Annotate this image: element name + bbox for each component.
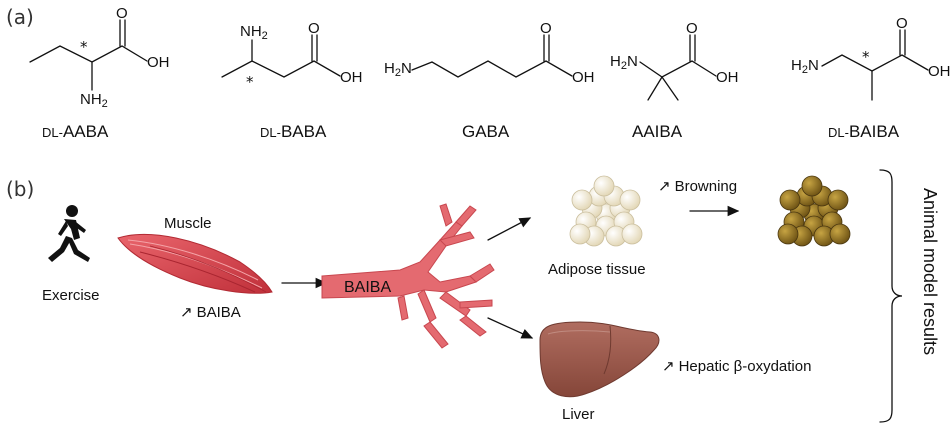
compound-name-baba: DL-BABA (260, 122, 327, 141)
muscle-illustration (117, 233, 273, 294)
muscle-effect-label: ↗BAIBA (180, 304, 241, 321)
vessel-label: BAIBA (344, 279, 391, 296)
compound-name-baiba: DL-BAIBA (828, 122, 900, 141)
chiral-star-baiba: * (862, 48, 870, 66)
fat-cell (777, 223, 799, 245)
oxygen-label: O (686, 20, 698, 37)
hydroxyl-label: OH (147, 54, 170, 71)
results-bracket (879, 169, 903, 423)
compound-name-aaiba: AAIBA (632, 122, 683, 141)
exercise-label: Exercise (42, 287, 100, 304)
oxygen-label: O (308, 20, 320, 37)
adipose-tissue-label: Adipose tissue (548, 261, 646, 278)
fat-cell (593, 175, 615, 197)
liver-label: Liver (562, 406, 595, 423)
chiral-star-baba: * (246, 73, 254, 91)
compound-name-aaba: DL-AABA (42, 122, 109, 141)
liver-illustration (539, 321, 660, 398)
panel-b-label: (b) (6, 177, 34, 201)
blood-vessel-illustration (321, 203, 495, 349)
fat-cell (621, 223, 643, 245)
fat-cell (827, 189, 849, 211)
runner-icon (48, 205, 90, 262)
amine-label: H2N (384, 60, 412, 79)
amine-label: H2N (791, 57, 819, 76)
oxygen-label: O (896, 15, 908, 32)
compound-name-gaba: GABA (462, 122, 510, 141)
oxygen-label: O (116, 5, 128, 22)
fat-cell (569, 223, 591, 245)
arrow-to-adipose (487, 217, 532, 241)
browning-label: ↗Browning (658, 178, 737, 195)
amine-label: NH2 (80, 91, 108, 110)
liver-effect-label: ↗Hepatic β-oxydation (662, 358, 811, 375)
structure-baiba: * H2N O OH DL-BAIBA (791, 15, 951, 141)
fat-cell (779, 189, 801, 211)
hydroxyl-label: OH (928, 63, 951, 80)
hydroxyl-label: OH (572, 69, 595, 86)
structure-aaba: * O OH NH2 DL-AABA (29, 5, 170, 141)
chiral-star-aaba: * (80, 38, 88, 56)
muscle-label: Muscle (164, 215, 212, 232)
hydroxyl-label: OH (340, 69, 363, 86)
structure-gaba: H2N O OH GABA (384, 20, 595, 141)
fat-cell (801, 175, 823, 197)
hydroxyl-label: OH (716, 69, 739, 86)
amine-label: H2N (610, 53, 638, 72)
animal-model-results-label: Animal model results (920, 188, 940, 355)
fat-cell (829, 223, 851, 245)
structure-aaiba: H2N O OH AAIBA (610, 20, 739, 141)
fat-cell (571, 189, 593, 211)
panel-a-label: (a) (6, 5, 34, 29)
arrow-to-liver (487, 317, 534, 339)
structure-baba: * NH2 O OH DL-BABA (221, 20, 363, 141)
white-adipose-illustration (569, 175, 643, 247)
fat-cell (619, 189, 641, 211)
brown-adipose-illustration (777, 175, 851, 247)
oxygen-label: O (540, 20, 552, 37)
amine-label: NH2 (240, 23, 268, 42)
